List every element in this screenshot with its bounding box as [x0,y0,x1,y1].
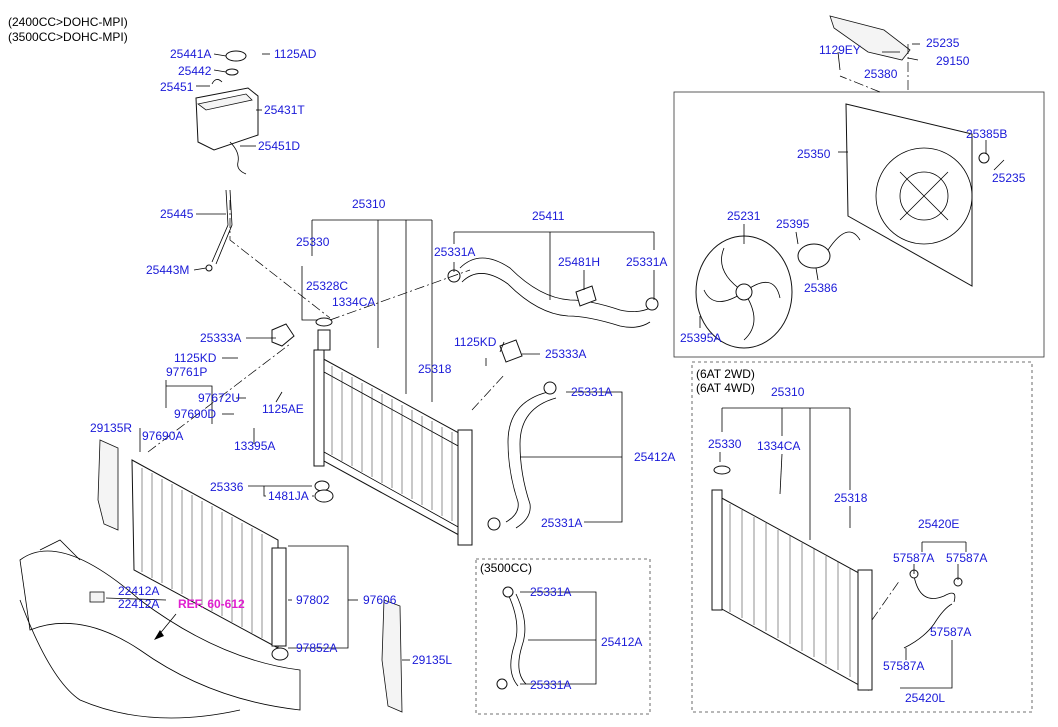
part-label-25412A-3500[interactable]: 25412A [601,635,642,649]
subtitle-6at-2wd: (6AT 2WD) [696,367,755,381]
part-label-1125KD-left[interactable]: 1125KD [174,351,217,365]
part-label-25328C[interactable]: 25328C [306,279,348,293]
part-label-25420L[interactable]: 25420L [905,691,945,705]
part-label-97761P[interactable]: 97761P [166,365,207,379]
part-label-97672U[interactable]: 97672U [198,391,240,405]
part-label-25333A-left[interactable]: 25333A [200,331,241,345]
part-label-25331A-upper-left[interactable]: 25331A [434,245,475,259]
part-label-25385B[interactable]: 25385B [966,127,1007,141]
part-label-22412A-1[interactable]: 22412A [118,584,159,598]
part-label-25380[interactable]: 25380 [864,67,898,81]
part-label-29135R[interactable]: 29135R [90,421,132,435]
bracket-left [271,323,295,347]
part-label-25330-6at[interactable]: 25330 [708,437,742,451]
ref-link[interactable]: REF. 60-612 [178,597,245,611]
ref-arrow-head [154,630,164,640]
part-label-29150[interactable]: 29150 [936,54,970,68]
part-label-25333A-right[interactable]: 25333A [545,347,586,361]
part-label-1125KD-right[interactable]: 1125KD [454,335,497,349]
part-label-25331A-lower-top[interactable]: 25331A [571,385,612,399]
part-label-25336[interactable]: 25336 [210,480,244,494]
air-guard-left [381,599,403,713]
3500cc-group-box [475,558,651,715]
part-label-25331A-3500-top[interactable]: 25331A [530,585,571,599]
part-label-25451D[interactable]: 25451D [258,139,300,153]
part-label-25310[interactable]: 25310 [352,197,386,211]
part-label-25443M[interactable]: 25443M [146,263,189,277]
part-label-25350[interactable]: 25350 [797,147,831,161]
upper-support-cover [829,15,911,61]
lower-hose-3500cc [496,586,527,690]
part-label-25451[interactable]: 25451 [160,80,194,94]
fan-shroud-group-box [673,91,1045,358]
part-label-1481JA[interactable]: 1481JA [268,489,309,503]
part-label-25331A-upper-right[interactable]: 25331A [626,255,667,269]
part-label-25235-top[interactable]: 25235 [926,36,960,50]
part-label-57587A-4[interactable]: 57587A [883,659,924,673]
part-label-1129EY[interactable]: 1129EY [819,43,861,57]
fan-blade [695,235,793,349]
part-label-25386[interactable]: 25386 [804,281,838,295]
lower-hose [487,381,557,531]
part-label-97690A[interactable]: 97690A [142,429,183,443]
mount-insulator-lower [314,489,334,503]
oil-cooler-hoses [903,569,963,649]
part-label-25331A-3500-bottom[interactable]: 25331A [530,678,571,692]
part-label-97852A[interactable]: 97852A [296,641,337,655]
subtitle-6at-4wd: (6AT 4WD) [696,381,755,395]
part-label-1125AD[interactable]: 1125AD [274,47,317,61]
part-label-29135L[interactable]: 29135L [412,653,452,667]
radiator-main [313,317,473,546]
part-label-25445[interactable]: 25445 [160,207,194,221]
part-label-25395A[interactable]: 25395A [680,331,721,345]
part-label-97802[interactable]: 97802 [296,593,330,607]
fan-motor [797,152,990,269]
radiator-6at [711,465,873,691]
part-label-25231[interactable]: 25231 [727,209,761,223]
part-label-1334CA-6at[interactable]: 1334CA [757,439,800,453]
part-label-25395[interactable]: 25395 [776,217,810,231]
mount-insulator-upper [314,480,330,492]
header-line-1: (2400CC>DOHC-MPI) [8,15,128,29]
part-labels: 25441A 1125AD 25442 25451 25431T 25451D … [90,36,1026,705]
header-line-2: (3500CC>DOHC-MPI) [8,30,128,44]
condenser [131,459,289,661]
part-label-57587A-1[interactable]: 57587A [893,551,934,565]
part-label-25318-6at[interactable]: 25318 [834,491,868,505]
part-label-1334CA[interactable]: 1334CA [332,295,375,309]
part-label-25310-6at[interactable]: 25310 [771,385,805,399]
part-label-97690D[interactable]: 97690D [174,407,216,421]
part-label-57587A-3[interactable]: 57587A [930,625,971,639]
part-label-25481H[interactable]: 25481H [558,255,600,269]
part-label-25441A[interactable]: 25441A [170,47,211,61]
bracket-right [499,339,523,363]
part-label-25411[interactable]: 25411 [532,209,565,223]
part-label-22412A-2[interactable]: 22412A [118,597,159,611]
part-label-25442[interactable]: 25442 [178,64,212,78]
upper-hose [447,257,659,328]
part-label-25318[interactable]: 25318 [418,362,452,376]
part-label-25330[interactable]: 25330 [296,235,330,249]
fan-shroud [845,103,973,287]
air-guard-right [97,439,119,531]
leader-lines [105,43,1005,689]
part-label-25331A-lower-bottom[interactable]: 25331A [541,516,582,530]
part-label-25412A-main[interactable]: 25412A [634,450,675,464]
part-label-25431T[interactable]: 25431T [264,103,305,117]
coolant-reservoir [195,50,259,272]
part-label-25235-right[interactable]: 25235 [992,171,1026,185]
6at-group-box [691,361,1033,713]
part-label-97606[interactable]: 97606 [363,593,397,607]
part-label-25420E[interactable]: 25420E [918,517,959,531]
front-end-carrier [19,539,301,719]
part-label-1125AE[interactable]: 1125AE [262,402,304,416]
subtitle-3500cc: (3500CC) [480,561,532,575]
part-label-57587A-2[interactable]: 57587A [946,551,987,565]
part-label-13395A[interactable]: 13395A [234,439,275,453]
